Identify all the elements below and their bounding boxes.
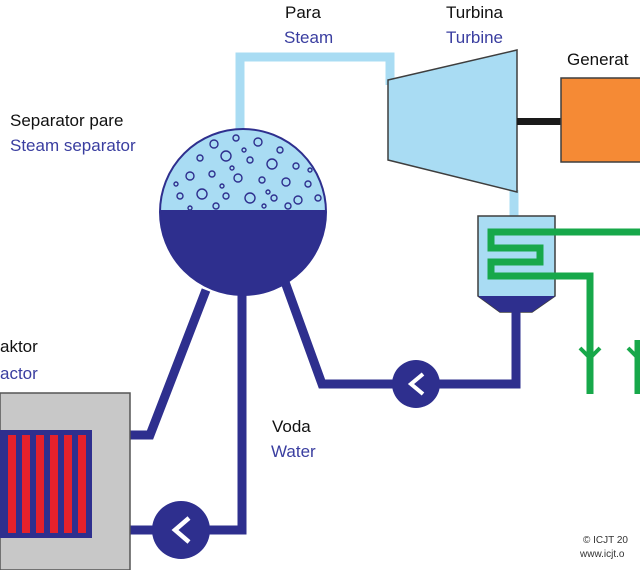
label-reactor: actor xyxy=(0,364,38,383)
fuel-rod xyxy=(64,435,72,533)
steam-bubble xyxy=(209,139,219,149)
steam-separator xyxy=(159,128,327,296)
steam-bubble xyxy=(222,192,230,200)
pump-arrow-icon xyxy=(407,372,425,396)
steam-bubble xyxy=(233,173,243,183)
steam-bubble xyxy=(276,146,284,154)
label-turbina: Turbina xyxy=(446,3,504,22)
steam-bubble xyxy=(244,192,256,204)
label-reaktor: aktor xyxy=(0,337,38,356)
steam-bubble xyxy=(246,156,254,164)
steam-bubbles xyxy=(173,134,322,211)
steam-bubble xyxy=(293,195,303,205)
label-turbine: Turbine xyxy=(446,28,503,47)
steam-bubble xyxy=(307,167,313,173)
steam-bubble xyxy=(266,158,278,170)
steam-bubble xyxy=(176,192,184,200)
steam-bubble xyxy=(314,194,322,202)
generator xyxy=(560,77,640,163)
fuel-rods xyxy=(8,435,86,533)
steam-bubble xyxy=(241,147,247,153)
cooling-water-loop xyxy=(487,228,640,394)
steam-bubble xyxy=(212,202,220,210)
steam-bubble xyxy=(258,176,266,184)
steam-pipe xyxy=(235,52,519,217)
label-voda: Voda xyxy=(272,417,311,436)
steam-bubble xyxy=(220,150,232,162)
reactor xyxy=(0,392,131,570)
steam-bubble xyxy=(292,162,300,170)
recirculation-pump xyxy=(152,501,210,559)
label-water: Water xyxy=(271,442,316,461)
turbine-shaft xyxy=(517,118,562,125)
fuel-rod xyxy=(50,435,58,533)
steam-bubble xyxy=(173,181,179,187)
steam-bubble xyxy=(196,188,208,200)
steam-bubble xyxy=(284,202,292,210)
steam-bubble xyxy=(265,189,271,195)
fuel-rod xyxy=(36,435,44,533)
steam-bubble xyxy=(261,203,267,209)
steam-bubble xyxy=(270,194,278,202)
label-generator: Generat xyxy=(567,50,629,69)
steam-bubble xyxy=(208,170,216,178)
label-steam: Steam xyxy=(284,28,333,47)
label-separator-pare: Separator pare xyxy=(10,111,123,130)
steam-bubble xyxy=(185,171,195,181)
steam-bubble xyxy=(304,180,312,188)
fuel-rod xyxy=(78,435,86,533)
fuel-rod xyxy=(22,435,30,533)
steam-bubble xyxy=(219,183,225,189)
fuel-rod xyxy=(8,435,16,533)
label-steam-separator: Steam separator xyxy=(10,136,136,155)
label-para: Para xyxy=(285,3,321,22)
steam-bubble xyxy=(281,177,291,187)
steam-bubble xyxy=(196,154,204,162)
feedwater-pump xyxy=(392,360,440,408)
pump-arrow-icon xyxy=(171,516,191,544)
copyright-line-2: www.icjt.o xyxy=(579,549,625,560)
turbine xyxy=(387,49,518,193)
steam-bubble xyxy=(229,165,235,171)
copyright-line-1: © ICJT 20 xyxy=(583,535,628,546)
steam-bubble xyxy=(187,205,193,211)
steam-bubble xyxy=(253,137,263,147)
steam-bubble xyxy=(232,134,240,142)
